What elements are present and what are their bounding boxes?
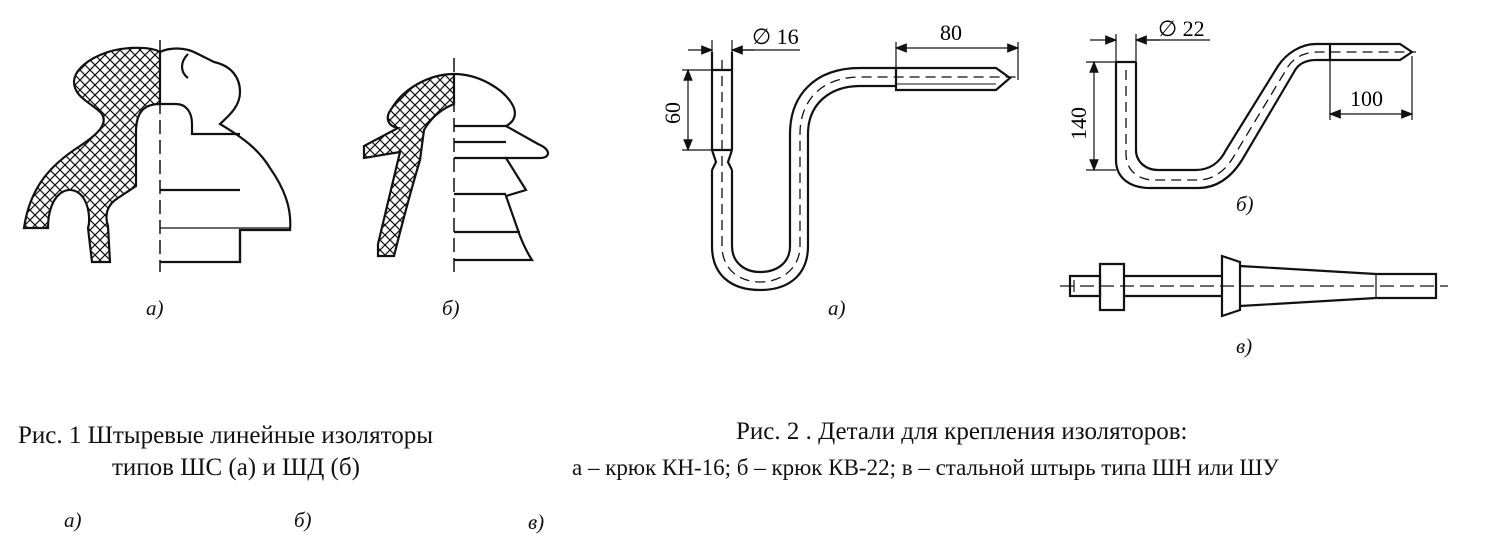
steel-pin-drawing [1060,254,1448,318]
hook-kv22-drawing [1086,34,1416,190]
hook-kn16-drawing [682,40,1020,292]
fig2-caption-line2: а – крюк КН-16; б – крюк КВ-22; в – стал… [572,455,1279,480]
fig2-label-b: б) [1236,192,1254,216]
hook-b-diameter-dim: ∅ 22 [1158,16,1205,41]
bottom-label-b: б) [294,508,312,532]
fig2-caption-line1: Рис. 2 . Детали для крепления изоляторов… [736,418,1188,445]
fig1-label-b: б) [442,296,460,320]
fig1-caption-line2: типов ШС (а) и ШД (б) [112,454,360,481]
hook-a-length-dim: 80 [940,20,962,45]
hook-b-height-dim: 140 [1066,107,1091,140]
bottom-label-c: в) [528,510,545,534]
fig1-caption-line1: Рис. 1 Штыревые линейные изоляторы [18,422,433,449]
fig1-label-a: а) [146,296,164,320]
hook-a-diameter-dim: ∅ 16 [752,24,799,49]
fig2-label-a: а) [828,296,846,320]
bottom-label-a: а) [64,508,82,532]
insulator-shd-drawing [362,58,550,272]
insulator-shs-drawing [22,40,292,272]
hook-a-height-dim: 60 [660,102,685,124]
hook-b-length-dim: 100 [1350,86,1383,111]
fig2-label-c: в) [1236,334,1253,358]
